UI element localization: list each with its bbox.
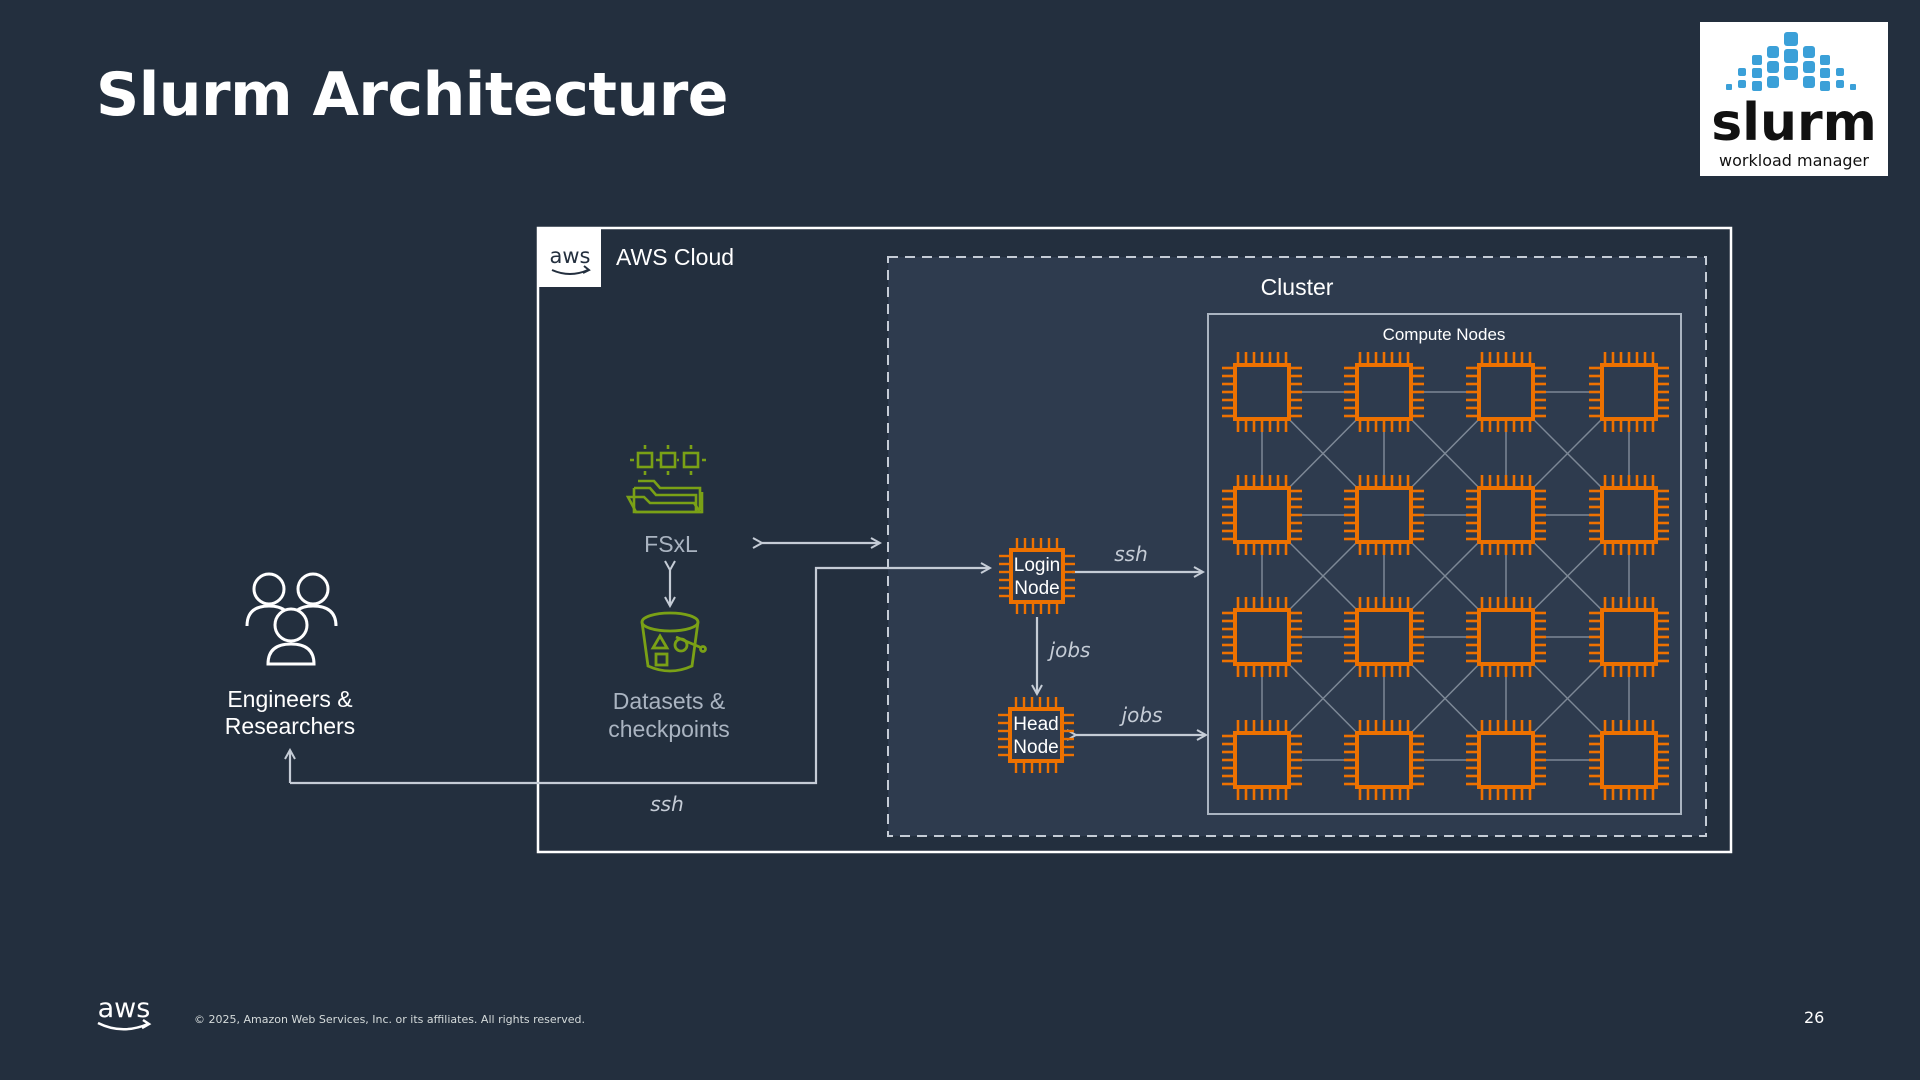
datasets-label-line2: checkpoints: [608, 716, 729, 742]
login-node-chip-icon: [997, 536, 1077, 616]
compute-node-chip-icon: [1464, 473, 1548, 557]
slurm-logo-dots: [1726, 32, 1856, 91]
compute-node-chip-icon: [1464, 595, 1548, 679]
compute-node-chip-icon: [1464, 718, 1548, 802]
s3-bucket-icon: [640, 611, 707, 673]
page-title: Slurm Architecture: [96, 60, 729, 130]
users-icon: [245, 572, 338, 666]
users-label-line1: Engineers &: [227, 686, 352, 712]
compute-node-chip-icon: [1342, 595, 1426, 679]
compute-node-chip-icon: [1587, 595, 1671, 679]
cluster-label: Cluster: [1261, 274, 1334, 300]
aws-footer-logo-text: aws: [98, 993, 151, 1024]
compute-node-chip-icon: [1587, 718, 1671, 802]
compute-node-chip-icon: [1220, 350, 1304, 434]
head-node-label-line1: Head: [1013, 714, 1058, 735]
fsxl-label: FSxL: [644, 531, 698, 557]
slurm-tagline: workload manager: [1719, 151, 1869, 170]
compute-nodes-boundary: [1207, 313, 1682, 815]
head-jobs-label: jobs: [1119, 703, 1163, 727]
users-to-login-arrow: [290, 568, 990, 785]
head-node-label-line2: Node: [1013, 737, 1058, 758]
aws-footer-logo: aws: [97, 993, 152, 1031]
compute-node-chip-icon: [1220, 473, 1304, 557]
slurm-wordmark: slurm: [1711, 93, 1877, 153]
login-ssh-label: ssh: [1114, 542, 1148, 566]
aws-cloud-boundary: [536, 226, 1733, 854]
login-node-label-line1: Login: [1014, 555, 1061, 576]
slurm-logo: slurm workload manager: [1700, 22, 1888, 176]
compute-node-chip-icon: [1342, 718, 1426, 802]
login-jobs-label: jobs: [1047, 638, 1091, 662]
users-label-line2: Researchers: [225, 713, 355, 739]
aws-cloud-label: AWS Cloud: [616, 244, 734, 270]
compute-node-chip-icon: [1220, 595, 1304, 679]
head-node-chip-icon: [996, 695, 1076, 775]
compute-node-chip-icon: [1587, 350, 1671, 434]
user-ssh-label: ssh: [650, 792, 684, 816]
compute-nodes-label: Compute Nodes: [1383, 325, 1506, 344]
login-node-label-line2: Node: [1014, 578, 1059, 599]
compute-node-chip-icon: [1464, 350, 1548, 434]
compute-node-chip-icon: [1587, 473, 1671, 557]
aws-cloud-badge: [539, 229, 601, 287]
compute-node-chip-icon: [1342, 350, 1426, 434]
compute-node-chip-icon: [1342, 473, 1426, 557]
copyright-text: © 2025, Amazon Web Services, Inc. or its…: [194, 1013, 585, 1026]
aws-cloud-badge-text: aws: [550, 244, 591, 268]
fsx-lustre-icon: [625, 445, 706, 514]
slurm-logo-graphic: slurm workload manager: [1711, 32, 1877, 170]
datasets-label-line1: Datasets &: [613, 688, 726, 714]
compute-node-chip-icon: [1220, 718, 1304, 802]
page-number: 26: [1804, 1008, 1825, 1027]
